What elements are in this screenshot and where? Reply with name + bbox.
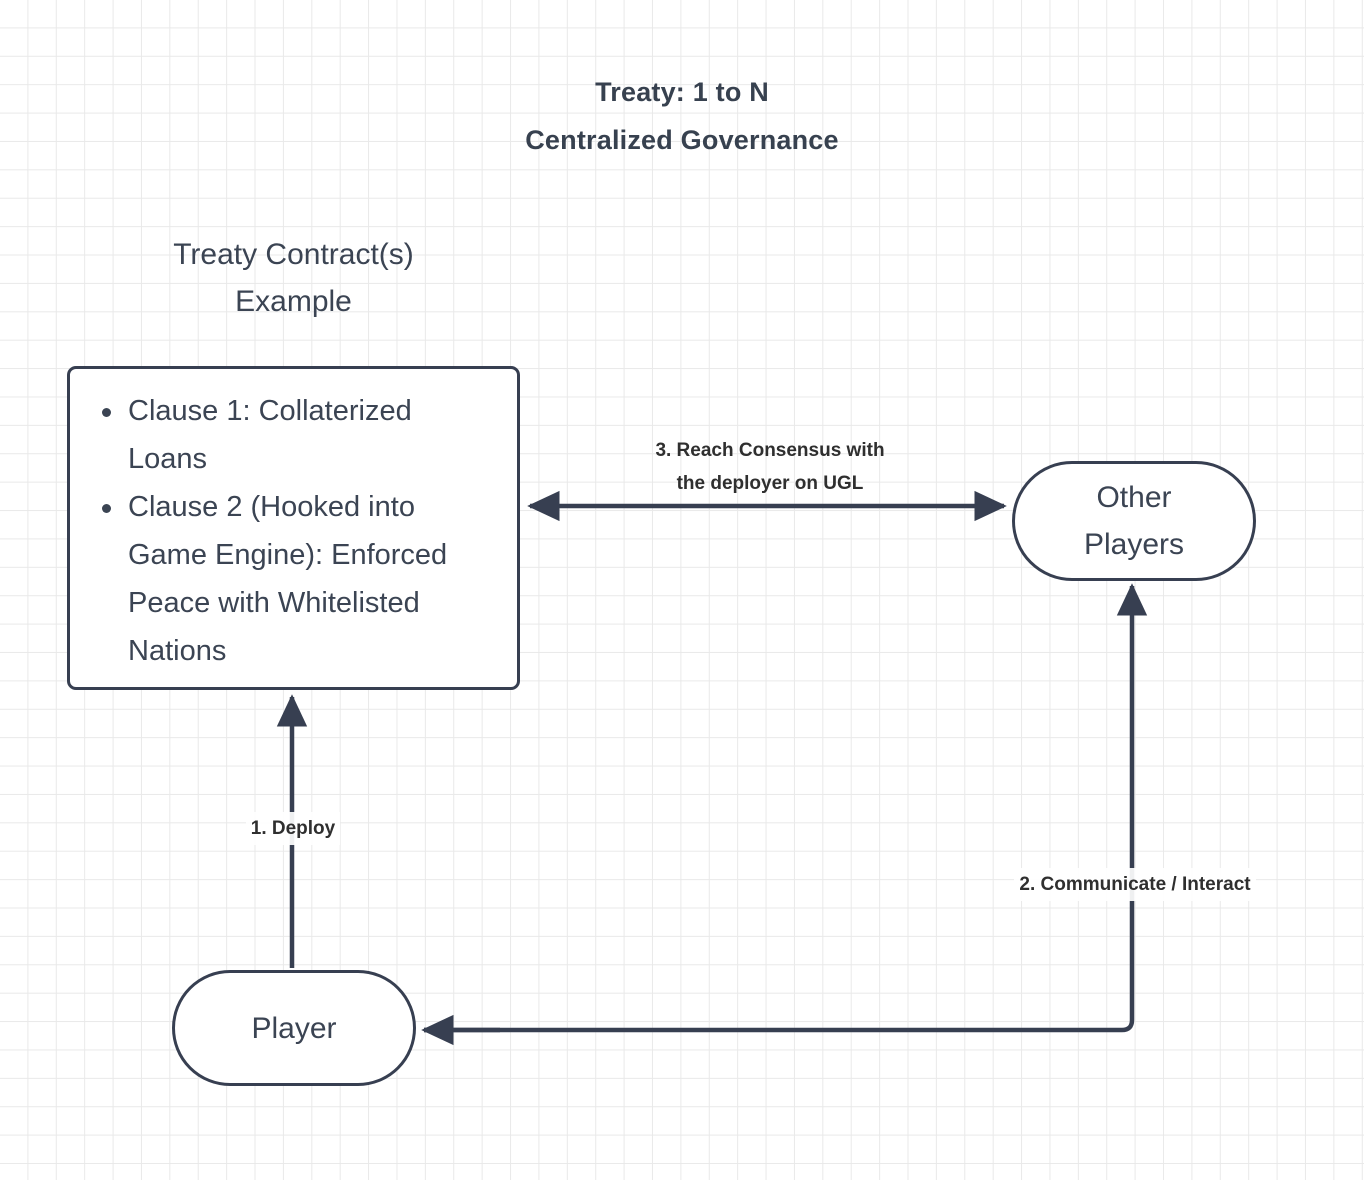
edge-label-consensus: 3. Reach Consensus with the deployer on … (595, 434, 945, 500)
edge-label-communicate: 2. Communicate / Interact (950, 868, 1320, 901)
edge-label-consensus-line-1: 3. Reach Consensus with (655, 440, 885, 461)
diagram-title-line-2: Centralized Governance (525, 125, 839, 155)
contract-group-caption-line-1: Treaty Contract(s) (173, 238, 414, 271)
node-player[interactable]: Player (172, 970, 416, 1086)
edge-communicate (421, 583, 1148, 1046)
edge-label-communicate-line-1: 2. Communicate / Interact (1014, 868, 1256, 901)
contract-group-caption-line-2: Example (235, 285, 352, 318)
node-other-players[interactable]: Other Players (1012, 461, 1256, 581)
node-other-players-label-line-1: Other (1096, 481, 1172, 514)
list-item: Clause 2 (Hooked into Game Engine): Enfo… (102, 483, 495, 675)
contract-group-caption: Treaty Contract(s) Example (67, 231, 520, 325)
edge-label-consensus-line-2: the deployer on UGL (676, 473, 864, 494)
node-player-label-line-1: Player (251, 1011, 337, 1045)
diagram-title-line-1: Treaty: 1 to N (595, 77, 769, 107)
clause-list: Clause 1: Collaterized Loans Clause 2 (H… (70, 369, 517, 675)
node-player-label: Player (251, 1005, 336, 1052)
node-other-players-label: Other Players (1084, 474, 1184, 568)
edge-label-deploy: 1. Deploy (200, 812, 386, 845)
diagram-title: Treaty: 1 to N Centralized Governance (0, 68, 1364, 164)
node-treaty-contract-box[interactable]: Clause 1: Collaterized Loans Clause 2 (H… (67, 366, 520, 690)
list-item: Clause 1: Collaterized Loans (102, 387, 495, 483)
edge-label-deploy-line-1: 1. Deploy (245, 812, 341, 845)
node-other-players-label-line-2: Players (1083, 528, 1185, 561)
